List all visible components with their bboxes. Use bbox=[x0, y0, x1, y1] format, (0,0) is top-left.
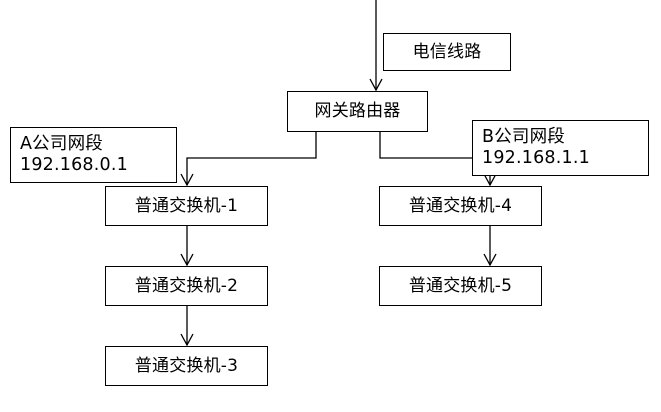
node-gateway-router-label: 网关路由器 bbox=[314, 101, 401, 122]
node-company-a-segment[interactable]: A公司网段 192.168.0.1 bbox=[10, 127, 177, 183]
node-switch-4[interactable]: 普通交换机-4 bbox=[379, 186, 542, 226]
node-company-b-segment[interactable]: B公司网段 192.168.1.1 bbox=[472, 120, 649, 176]
node-switch-1-label: 普通交换机-1 bbox=[134, 195, 239, 216]
node-switch-1[interactable]: 普通交换机-1 bbox=[105, 186, 268, 226]
node-switch-3[interactable]: 普通交换机-3 bbox=[105, 346, 268, 386]
node-telecom-line[interactable]: 电信线路 bbox=[383, 33, 511, 71]
company-b-name-label: B公司网段 bbox=[482, 126, 566, 147]
node-gateway-router[interactable]: 网关路由器 bbox=[287, 91, 428, 132]
company-a-name-label: A公司网段 bbox=[20, 133, 103, 154]
node-switch-2[interactable]: 普通交换机-2 bbox=[105, 266, 268, 306]
connector-switch-4-to-switch-5 bbox=[483, 226, 497, 267]
connector-router-to-switch-1 bbox=[180, 131, 317, 187]
connector-switch-1-to-switch-2 bbox=[180, 226, 194, 267]
node-switch-5-label: 普通交换机-5 bbox=[408, 275, 513, 296]
node-switch-3-label: 普通交换机-3 bbox=[134, 355, 239, 376]
company-b-ip-label: 192.168.1.1 bbox=[482, 148, 590, 168]
node-switch-4-label: 普通交换机-4 bbox=[408, 195, 513, 216]
node-telecom-line-label: 电信线路 bbox=[412, 41, 482, 62]
node-switch-5[interactable]: 普通交换机-5 bbox=[379, 266, 542, 306]
company-a-ip-label: 192.168.0.1 bbox=[20, 155, 128, 175]
node-switch-2-label: 普通交换机-2 bbox=[134, 275, 239, 296]
connector-switch-2-to-switch-3 bbox=[180, 306, 194, 347]
connector-uplink-to-router bbox=[369, 0, 383, 92]
